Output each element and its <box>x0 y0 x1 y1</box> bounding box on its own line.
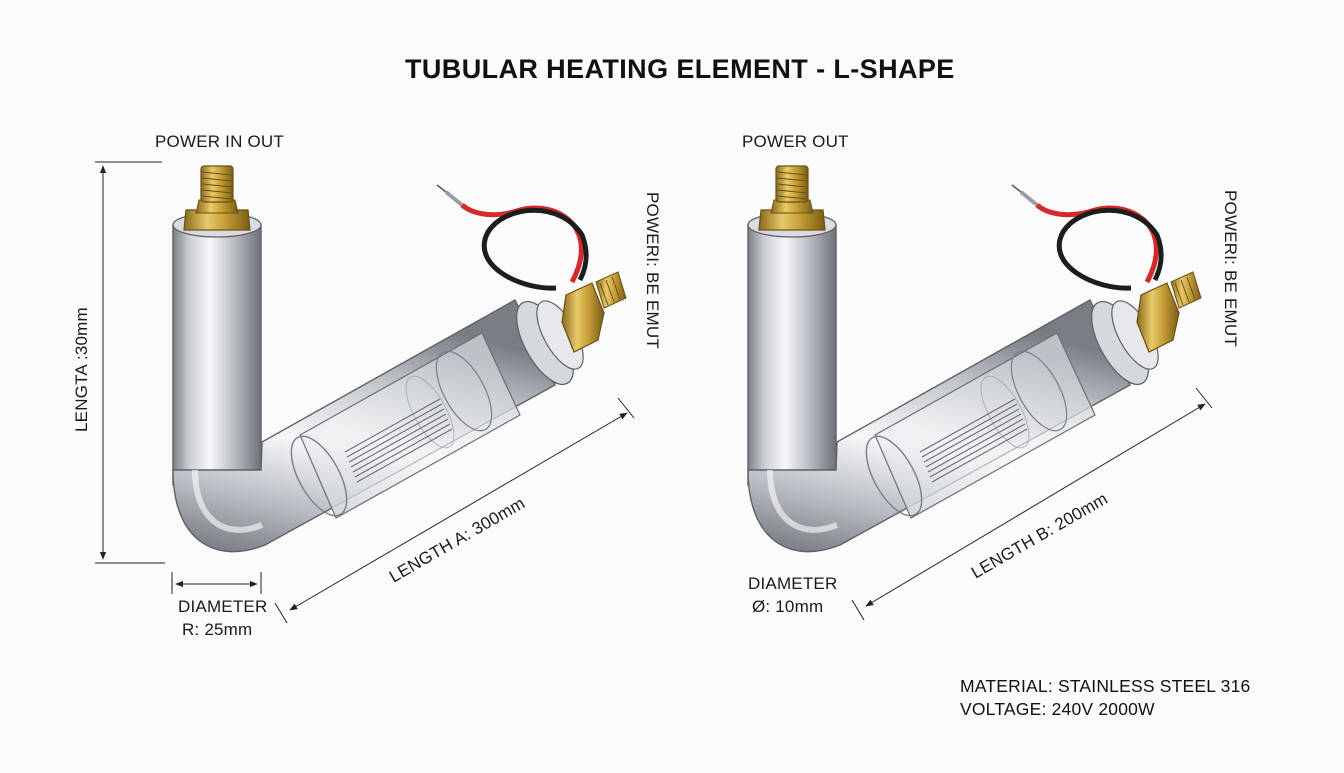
left-side-label: POWERI: BE EMUT <box>643 192 662 349</box>
right-side-label: POWERI: BE EMUT <box>1221 190 1240 347</box>
right-diameter-value: Ø: 10mm <box>752 597 824 616</box>
right-heating-element <box>748 166 1201 552</box>
left-vertical-length-label: LENGTA :30mm <box>72 307 91 432</box>
voltage-spec: VOLTAGE: 240V 2000W <box>960 699 1155 719</box>
left-diameter-value: R: 25mm <box>182 620 253 639</box>
page-title: TUBULAR HEATING ELEMENT - L-SHAPE <box>405 54 955 84</box>
left-diameter-title: DIAMETER <box>178 597 268 616</box>
left-heating-element <box>173 166 626 552</box>
right-diameter-title: DIAMETER <box>748 574 838 593</box>
left-dimension-lines <box>95 161 635 624</box>
left-top-label: POWER IN OUT <box>155 132 284 151</box>
material-spec: MATERIAL: STAINLESS STEEL 316 <box>960 676 1251 696</box>
right-top-label: POWER OUT <box>742 132 849 151</box>
right-dimension-lines <box>851 387 1213 621</box>
